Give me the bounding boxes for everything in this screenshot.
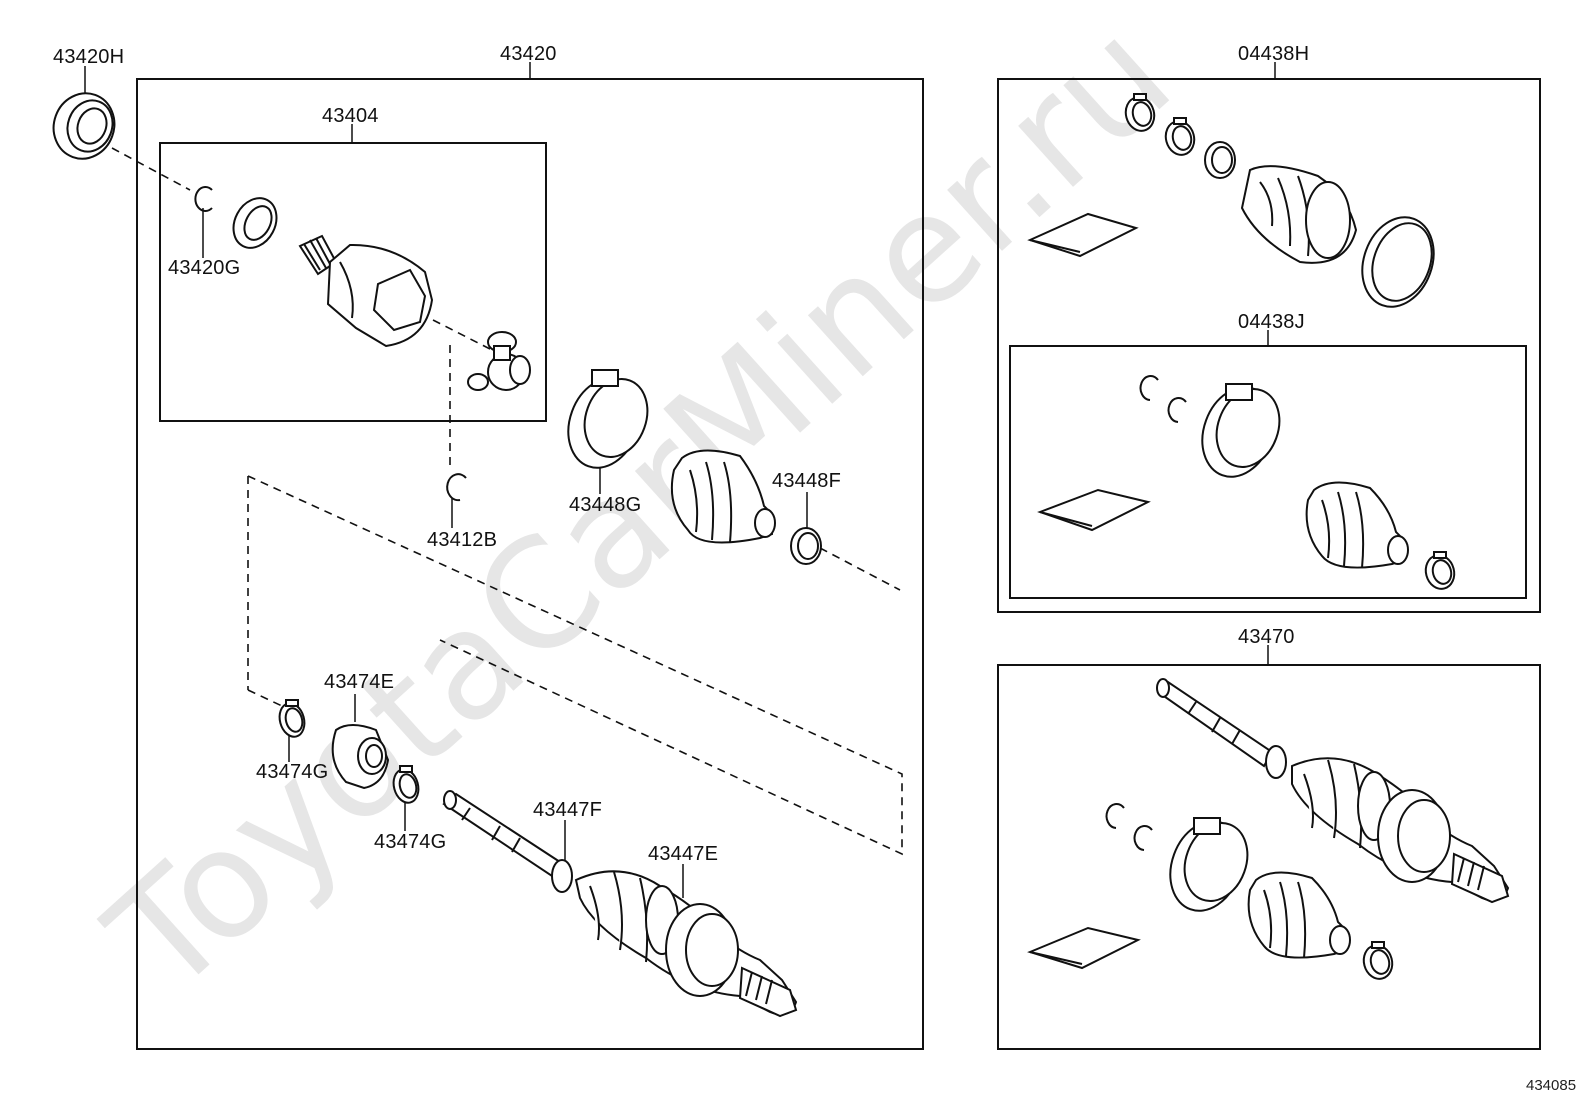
shaft-assembly-snap-ring-2 [1133,825,1153,851]
shaft-assembly-box [997,664,1541,1050]
shaft-assembly-boot [1247,871,1351,959]
label-43404: 43404 [322,105,379,127]
damper-clamp-right [392,765,420,804]
boot-clamp-43448G [567,369,649,469]
boot-kit-j-clamp-large [1201,383,1281,478]
label-43470: 43470 [1238,626,1295,648]
boot-kit-j-grease-pack [1037,488,1151,532]
label-43447F: 43447F [533,799,602,821]
oil-seal-43420H [52,92,116,160]
boot-kit-h-ring [1204,141,1236,179]
outboard-shaft [442,790,573,893]
label-43420: 43420 [500,43,557,65]
boot-kit-j-snap-ring-2 [1167,397,1187,423]
inboard-joint-box [159,142,547,422]
shaft-assembly-cv-joint [1291,757,1510,904]
label-43447E: 43447E [648,843,718,865]
label-43474G-right: 43474G [374,831,446,853]
label-43448F: 43448F [772,470,841,492]
snap-ring-43420G [194,186,213,212]
boot-kit-h-clamp-1 [1124,93,1156,132]
shaft-assembly-grease-pack [1027,926,1141,970]
shaft-assembly-clamp-small [1362,941,1394,980]
inboard-joint-housing [298,234,434,348]
retaining-ring [232,197,278,249]
snap-ring-43412B [446,473,467,502]
boot-kit-h-clamp-2 [1164,117,1196,156]
boot-kit-h-box [997,78,1541,613]
tripod-spider [467,331,531,391]
label-43420H: 43420H [53,46,124,68]
label-43448G: 43448G [569,494,641,516]
boot-kit-h-clamp-large [1361,216,1435,308]
boot-kit-h-grease-pack [1027,212,1139,258]
figure-number: 434085 [1526,1077,1576,1094]
boot-clamp-43448F [790,527,822,565]
label-43412B: 43412B [427,529,497,551]
label-43420G: 43420G [168,257,240,279]
shaft-assembly-clamp-large [1169,817,1249,912]
shaft-assembly-snap-ring-1 [1105,803,1125,829]
damper-clamp-left [278,699,306,738]
label-04438H: 04438H [1238,43,1309,65]
boot-kit-j-boot [1305,481,1409,569]
boot-kit-h-boot [1240,165,1358,264]
boot-kit-j-clamp-small [1424,551,1456,590]
outboard-cv-boot [574,870,798,1018]
label-04438J: 04438J [1238,311,1305,333]
label-43474G-left: 43474G [256,761,328,783]
damper-43474E [331,724,390,790]
label-43474E: 43474E [324,671,394,693]
boot-kit-j-snap-ring-1 [1139,375,1159,401]
shaft-assembly-driveshaft [1156,678,1287,779]
inboard-boot [670,449,776,544]
